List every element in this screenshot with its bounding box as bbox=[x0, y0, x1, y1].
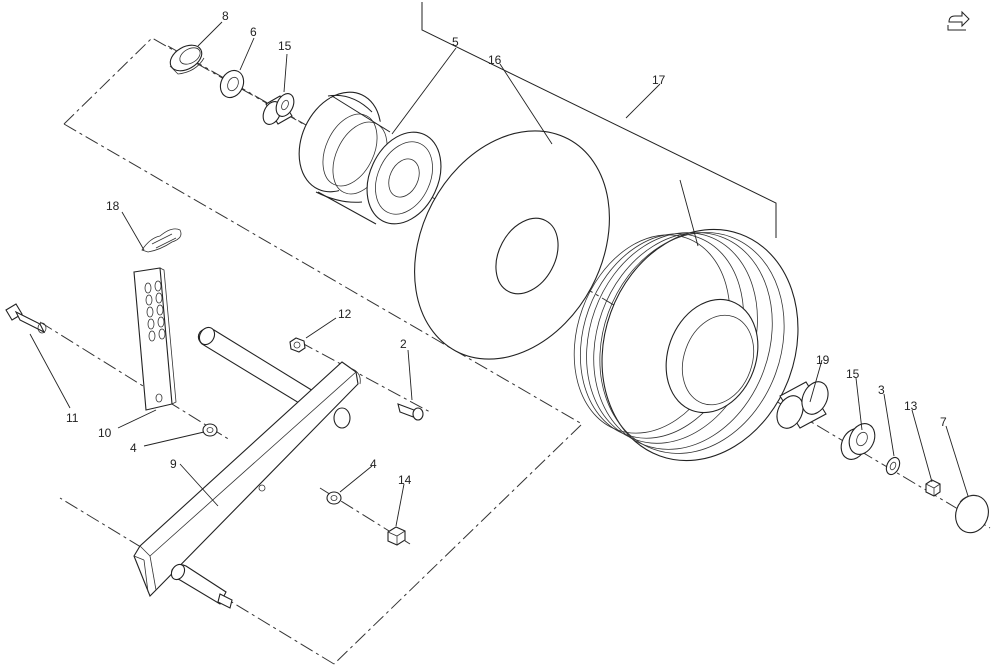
bearing-lower bbox=[840, 423, 876, 460]
callout-16: 16 bbox=[488, 53, 502, 67]
callout-8: 8 bbox=[222, 9, 229, 23]
inner-tube bbox=[414, 130, 610, 360]
bolt bbox=[5, 303, 47, 334]
callout-4-right: 4 bbox=[370, 457, 377, 471]
callout-13: 13 bbox=[904, 399, 918, 413]
wheel-rim bbox=[298, 91, 442, 226]
lock-washer-left bbox=[202, 423, 218, 437]
tire-assembly-bracket bbox=[421, 2, 777, 238]
callout-2: 2 bbox=[400, 337, 407, 351]
hub-cap bbox=[955, 494, 989, 534]
callout-3: 3 bbox=[878, 383, 885, 397]
axle-nut bbox=[925, 479, 941, 497]
bolt-axis bbox=[39, 321, 231, 441]
washer-small bbox=[885, 456, 901, 476]
callout-10: 10 bbox=[98, 426, 112, 440]
callout-17: 17 bbox=[652, 73, 666, 87]
return-arrow-icon[interactable] bbox=[940, 8, 970, 34]
callout-4-left: 4 bbox=[130, 441, 137, 455]
callout-15-upper: 15 bbox=[278, 39, 292, 53]
hex-nut-upper bbox=[289, 337, 306, 353]
callout-18: 18 bbox=[106, 199, 120, 213]
callout-6: 6 bbox=[250, 25, 257, 39]
adjustment-plate bbox=[133, 267, 177, 411]
bearing-upper bbox=[262, 93, 295, 125]
callout-15-lower: 15 bbox=[846, 367, 860, 381]
dust-cap bbox=[169, 44, 205, 75]
callout-7: 7 bbox=[940, 415, 947, 429]
cap-screw bbox=[397, 403, 424, 421]
callout-5: 5 bbox=[452, 35, 459, 49]
callout-14: 14 bbox=[398, 473, 412, 487]
spacer-sleeve bbox=[776, 381, 829, 429]
hex-nut-lower bbox=[387, 526, 406, 546]
callout-12: 12 bbox=[338, 307, 352, 321]
leader-lines bbox=[29, 21, 969, 527]
swing-arm bbox=[133, 326, 361, 609]
callout-9: 9 bbox=[170, 457, 177, 471]
callout-11: 11 bbox=[66, 411, 79, 425]
callout-19: 19 bbox=[816, 353, 830, 367]
washer bbox=[219, 69, 245, 99]
tire bbox=[573, 228, 799, 462]
lock-washer-right bbox=[326, 491, 342, 505]
callout-labels: 8 6 15 5 16 17 18 12 2 11 10 4 9 4 14 19… bbox=[66, 9, 947, 487]
wire-clip bbox=[141, 228, 182, 253]
